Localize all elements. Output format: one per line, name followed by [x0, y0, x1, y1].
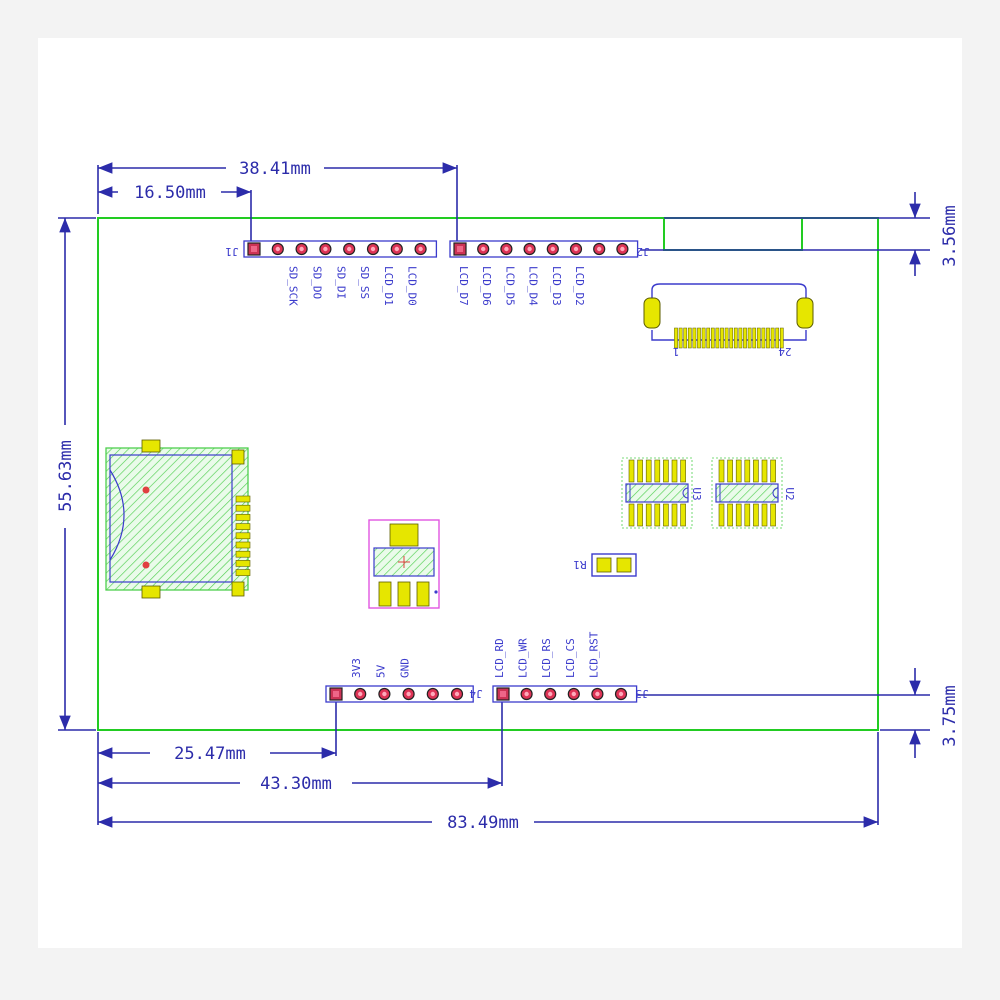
j4-pin-label: GND	[399, 658, 412, 678]
j2-pin-label: LCD_D3	[550, 266, 563, 306]
dim-bottom-j3-text: 43.30mm	[260, 774, 332, 794]
dim-top-j2-text: 38.41mm	[239, 159, 311, 179]
header-j4: 3V3 5V GND	[325, 658, 474, 703]
fpc-mount-pad-right	[796, 297, 814, 329]
j3-pin-label: LCD_RD	[493, 638, 506, 678]
dim-height-text: 55.63mm	[56, 440, 76, 512]
dim-bottom-j4-text: 25.47mm	[174, 744, 246, 764]
voltage-regulator	[368, 519, 440, 609]
j1-pin-label: SD_SCK	[287, 266, 300, 306]
j4-pin-label: 5V	[374, 664, 387, 678]
sd-socket-hole-bottom	[142, 561, 150, 569]
sd-socket-hole-top	[142, 486, 150, 494]
dimension-38-41: 38.41mm	[97, 159, 458, 241]
fpc-mount-pad-left	[643, 297, 661, 329]
j4-ref: J4	[469, 687, 483, 700]
dimension-43-30: 43.30mm	[98, 697, 503, 794]
header-j1: SD_SCK SD_DO SD_DI SD_SS LCD_D1 LCD_D0	[243, 240, 438, 306]
header-j2: LCD_D7 LCD_D6 LCD_D5 LCD_D4 LCD_D3 LCD_D2	[449, 240, 639, 306]
dimension-25-47: 25.47mm	[97, 697, 337, 825]
j3-pin-label: LCD_RST	[587, 631, 600, 678]
u2-ref: U2	[783, 487, 796, 500]
dim-right-top-text: 3.56mm	[940, 205, 960, 266]
j1-ref: J1	[225, 245, 238, 258]
dim-width-text: 83.49mm	[447, 813, 519, 833]
ic-u3	[621, 457, 693, 529]
header-j3: LCD_RD LCD_WR LCD_RS LCD_CS LCD_RST	[492, 631, 638, 703]
fpc-pins	[674, 327, 784, 349]
j1-pin-label: SD_SS	[358, 266, 371, 299]
j2-pin-label: LCD_D6	[480, 266, 493, 306]
r1-ref: R1	[573, 558, 586, 571]
j2-ref: J2	[636, 245, 649, 258]
fpc-connector: 1 24	[643, 283, 814, 358]
j2-pin-label: LCD_D7	[457, 266, 470, 306]
dimension-16-50: 16.50mm	[98, 183, 252, 241]
j1-pin-label: SD_DO	[311, 266, 324, 299]
fpc-pin-last: 24	[778, 345, 792, 358]
dimension-55-63: 55.63mm	[56, 217, 96, 731]
j1-pin-label: LCD_D1	[382, 266, 395, 306]
fpc-pin-first: 1	[673, 345, 680, 358]
dimension-83-49: 83.49mm	[98, 732, 879, 833]
j3-ref: J3	[635, 687, 648, 700]
j3-pin-label: LCD_WR	[517, 638, 530, 678]
dim-right-bottom-text: 3.75mm	[940, 685, 960, 746]
ic-u2	[711, 457, 783, 529]
resistor-r1: R1	[573, 553, 637, 577]
j1-pin-label: SD_DI	[334, 266, 347, 299]
j2-pin-label: LCD_D4	[527, 266, 540, 306]
u3-ref: U3	[690, 487, 703, 500]
j3-pin-label: LCD_RS	[540, 638, 553, 678]
j2-pin-label: LCD_D5	[503, 266, 516, 306]
dimension-3-56: 3.56mm	[640, 192, 960, 276]
j2-pin-label: LCD_D2	[573, 266, 586, 306]
sd-card-socket	[105, 439, 251, 599]
dimension-3-75: 3.75mm	[628, 668, 960, 758]
dim-top-j1-text: 16.50mm	[134, 183, 206, 203]
j1-pin-label: LCD_D0	[406, 266, 419, 306]
j3-pin-label: LCD_CS	[564, 638, 577, 678]
j4-pin-label: 3V3	[350, 658, 363, 678]
